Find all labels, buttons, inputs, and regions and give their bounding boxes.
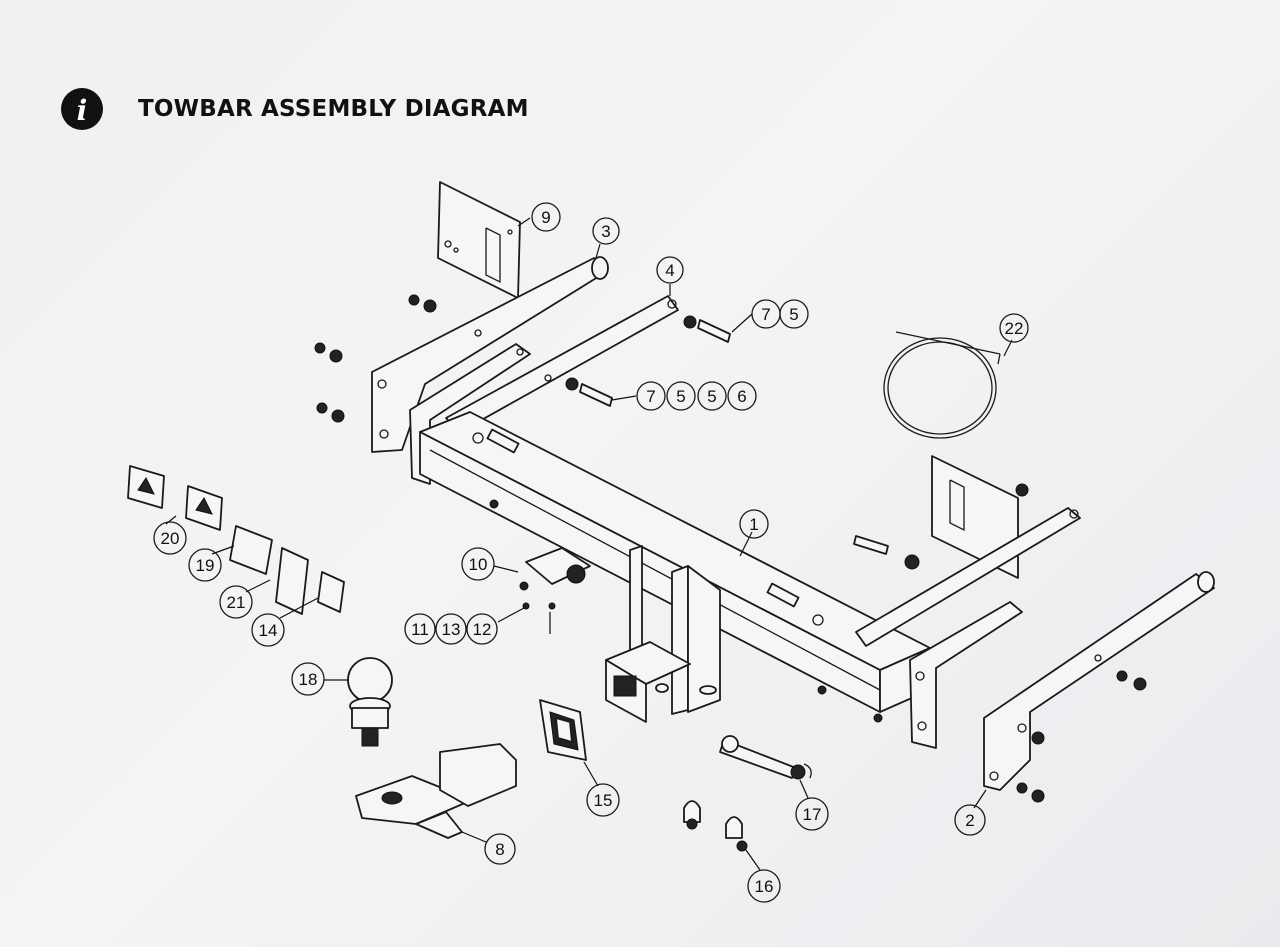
fasteners [314, 294, 1147, 803]
svg-text:7: 7 [761, 305, 770, 324]
svg-text:20: 20 [161, 529, 180, 548]
callout-15: 15 [586, 783, 620, 817]
svg-text:22: 22 [1005, 319, 1024, 338]
svg-text:19: 19 [196, 556, 215, 575]
callout-19: 19 [188, 548, 222, 582]
callout-18: 18 [291, 662, 325, 696]
svg-text:14: 14 [259, 621, 278, 640]
callout-22: 22 [999, 313, 1029, 343]
ball-mount-8 [355, 743, 517, 839]
wire-loop-22 [883, 331, 1001, 439]
svg-text:15: 15 [594, 791, 613, 810]
side-arm-2 [983, 571, 1215, 791]
callout-16: 16 [747, 869, 781, 903]
callout-6: 6 [727, 381, 757, 411]
cross-beam-1 [419, 411, 931, 713]
receiver-hitch [605, 545, 721, 723]
svg-text:5: 5 [789, 305, 798, 324]
info-icon: i [61, 88, 103, 130]
svg-text:1: 1 [749, 515, 758, 534]
callout-5-b: 5 [666, 381, 696, 411]
svg-text:17: 17 [803, 805, 822, 824]
callout-21: 21 [219, 585, 253, 619]
callout-7-b: 7 [636, 381, 666, 411]
svg-text:4: 4 [665, 261, 674, 280]
callout-17: 17 [795, 797, 829, 831]
svg-text:i: i [77, 94, 88, 127]
callout-5-c: 5 [697, 381, 727, 411]
callout-7-a: 7 [751, 299, 781, 329]
mounting-plate-9 [437, 181, 521, 299]
svg-text:10: 10 [469, 555, 488, 574]
svg-text:9: 9 [541, 208, 550, 227]
svg-text:21: 21 [227, 593, 246, 612]
svg-text:3: 3 [601, 222, 610, 241]
leader-lines [165, 217, 1013, 871]
svg-text:5: 5 [707, 387, 716, 406]
callout-9: 9 [531, 202, 561, 232]
svg-text:16: 16 [755, 877, 774, 896]
right-bracket [855, 455, 1081, 749]
tow-ball-18 [347, 657, 393, 747]
callout-4: 4 [656, 256, 684, 284]
svg-text:6: 6 [737, 387, 746, 406]
svg-text:12: 12 [473, 620, 492, 639]
svg-text:8: 8 [495, 840, 504, 859]
shackles-16 [683, 800, 748, 852]
callout-13: 13 [435, 613, 467, 645]
socket-bracket-10 [519, 547, 591, 634]
callout-2: 2 [954, 804, 986, 836]
callout-14: 14 [251, 613, 285, 647]
svg-text:2: 2 [965, 811, 974, 830]
svg-text:18: 18 [299, 670, 318, 689]
callout-1: 1 [739, 509, 769, 539]
svg-text:13: 13 [442, 620, 461, 639]
callout-11: 11 [404, 613, 436, 645]
stickers [127, 465, 345, 615]
callout-12: 12 [466, 613, 498, 645]
side-arm-3 [371, 256, 609, 453]
page-title: TOWBAR ASSEMBLY DIAGRAM [138, 96, 529, 122]
svg-text:7: 7 [646, 387, 655, 406]
svg-text:11: 11 [411, 620, 429, 639]
callout-10: 10 [461, 547, 495, 581]
hitch-pin-17 [719, 735, 812, 780]
callout-5-a: 5 [779, 299, 809, 329]
callout-20: 20 [153, 521, 187, 555]
callout-3: 3 [592, 217, 620, 245]
svg-text:5: 5 [676, 387, 685, 406]
dust-cover-15 [539, 699, 587, 761]
header: i TOWBAR ASSEMBLY DIAGRAM [60, 86, 529, 132]
callout-8: 8 [484, 833, 516, 865]
